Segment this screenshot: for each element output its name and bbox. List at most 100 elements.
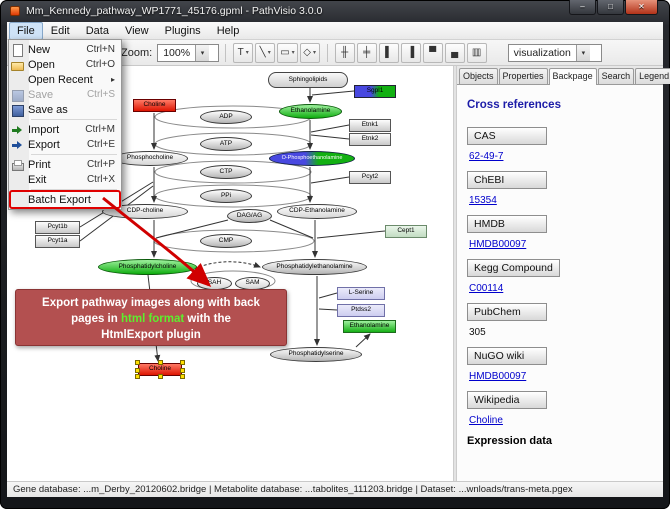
pathway-node-phosphatidylserine[interactable]: Phosphatidylserine [270,347,362,362]
tab-objects[interactable]: Objects [459,68,498,84]
zoom-combobox[interactable]: 100% ▾ [157,43,220,62]
pathway-node-etnk1[interactable]: Etnk1 [349,119,391,132]
selection-handle[interactable] [135,368,140,373]
pathway-node-etnk2[interactable]: Etnk2 [349,133,391,146]
pathway-edge [310,176,350,184]
pathway-node-label: DAG/AG [236,211,263,219]
pathway-node-ptdss2[interactable]: Ptdss2 [337,304,385,317]
pathway-node-ppi[interactable]: PPi [200,189,252,203]
align-center-vertical-button[interactable]: ╪ [356,42,377,63]
text-label-tool-button[interactable]: T▾ [233,42,254,63]
pathway-edge [318,292,338,299]
file-menu-item-open-recent[interactable]: Open Recent▸ [9,72,121,87]
shape-tool-button[interactable]: ▭▾ [277,42,298,63]
pathway-node-label: Choline [148,365,172,373]
line-tool-button-glyph: ╲ [259,47,266,58]
crossref-link[interactable]: 62-49-7 [469,151,504,162]
selection-handle[interactable] [158,360,163,365]
tab-properties[interactable]: Properties [498,68,548,84]
panel-splitter[interactable] [453,66,457,481]
pathway-node-phosphocholine[interactable]: Phosphocholine [112,151,188,166]
tab-search[interactable]: Search [597,68,635,84]
pathway-node-phosphatidylethanolamine[interactable]: Phosphatidylethanolamine [262,259,367,275]
menu-data[interactable]: Data [85,24,109,37]
pathway-node-pcyt2[interactable]: Pcyt2 [349,171,391,184]
menu-view[interactable]: View [124,24,149,37]
tab-legend[interactable]: Legend [635,68,670,84]
pathway-node-adp[interactable]: ADP [200,110,252,124]
align-bottom-button[interactable]: ▄ [444,42,465,63]
crossref-link[interactable]: 15354 [469,195,497,206]
pathway-edge [198,261,261,268]
pathway-node-sphingolipids[interactable]: Sphingolipids [268,72,348,88]
pathway-node-pcyt1b[interactable]: Pcyt1b [35,221,80,234]
pathway-node-label: Pcyt1b [47,223,68,231]
distribute-button[interactable]: ▥ [466,42,487,63]
align-top-button[interactable]: ▀ [422,42,443,63]
menu-plugins[interactable]: Plugins [164,24,201,37]
pathway-node-dag[interactable]: DAG/AG [227,209,272,223]
pathway-node-label: CDP-Ethanolamine [289,207,345,215]
pathway-node-cept1[interactable]: Cept1 [385,225,427,238]
pathway-node-label: Cept1 [397,227,415,235]
selection-handle[interactable] [135,360,140,365]
maximize-button[interactable]: □ [597,0,624,15]
tab-backpage[interactable]: Backpage [548,68,597,85]
pathway-node-label: ATP [219,139,233,147]
pathway-node-pcyt1a[interactable]: Pcyt1a [35,235,80,248]
pathway-node-sgpl1[interactable]: Sgpl1 [354,85,396,98]
pathway-node-label: CDP-choline [126,207,164,215]
pathway-node-label: Phosphatidylcholine [118,262,177,270]
align-left-button[interactable]: ▌ [378,42,399,63]
menu-file[interactable]: File [9,21,43,40]
crossref-link[interactable]: HMDB00097 [469,239,527,250]
pathway-node-ctp[interactable]: CTP [200,165,252,179]
pathway-node-choline-top[interactable]: Choline [133,99,176,112]
title-bar: Mm_Kennedy_pathway_WP1771_45176.gpml - P… [0,0,670,22]
pathway-node-choline-bottom[interactable]: Choline [135,360,185,379]
mim-shape-tool-button[interactable]: ◇▾ [299,42,320,63]
pathway-node-atp[interactable]: ATP [200,137,252,151]
pathway-node-phosphatidylcholine[interactable]: Phosphatidylcholine [98,259,197,275]
minimize-button[interactable]: – [569,0,596,15]
crossref-link[interactable]: Choline [469,415,503,426]
pathway-node-label: Ethanolamine [290,107,331,115]
menu-help[interactable]: Help [216,24,240,37]
line-tool-button[interactable]: ╲▾ [255,42,276,63]
selection-handle[interactable] [158,374,163,379]
file-menu-item-save-as[interactable]: Save as [9,102,121,117]
pathway-node-o-phosphoethanolamine[interactable]: O-Phosphoethanolamine [269,151,355,166]
selection-handle[interactable] [135,374,140,379]
close-button[interactable]: ✕ [625,0,658,15]
pathway-node-ethanolamine-2[interactable]: Ethanolamine [343,320,396,333]
selection-handle[interactable] [180,368,185,373]
selection-handle[interactable] [180,360,185,365]
crossref-link[interactable]: HMDB00097 [469,371,527,382]
pathway-node-ethanolamine[interactable]: Ethanolamine [279,104,342,119]
pathway-edge [269,219,314,239]
expression-data-label: Expression data [467,435,552,447]
pathway-node-l-serine[interactable]: L-Serine [337,287,385,300]
selection-handle[interactable] [180,374,185,379]
visualization-combobox[interactable]: visualization ▾ [507,43,602,62]
align-right-button[interactable]: ▐ [400,42,421,63]
menu-edit[interactable]: Edit [50,24,70,37]
pathway-node-cmp[interactable]: CMP [200,234,252,248]
align-center-horizontal-button[interactable]: ╫ [334,42,355,63]
crossref-link[interactable]: C00114 [469,283,504,294]
file-menu-item-batch-export[interactable]: Batch Export [9,190,121,209]
zoom-dropdown-icon[interactable]: ▾ [195,44,210,61]
visualization-dropdown-icon[interactable]: ▾ [575,44,590,61]
pathway-node-cdp-ethanolamine[interactable]: CDP-Ethanolamine [277,204,357,219]
